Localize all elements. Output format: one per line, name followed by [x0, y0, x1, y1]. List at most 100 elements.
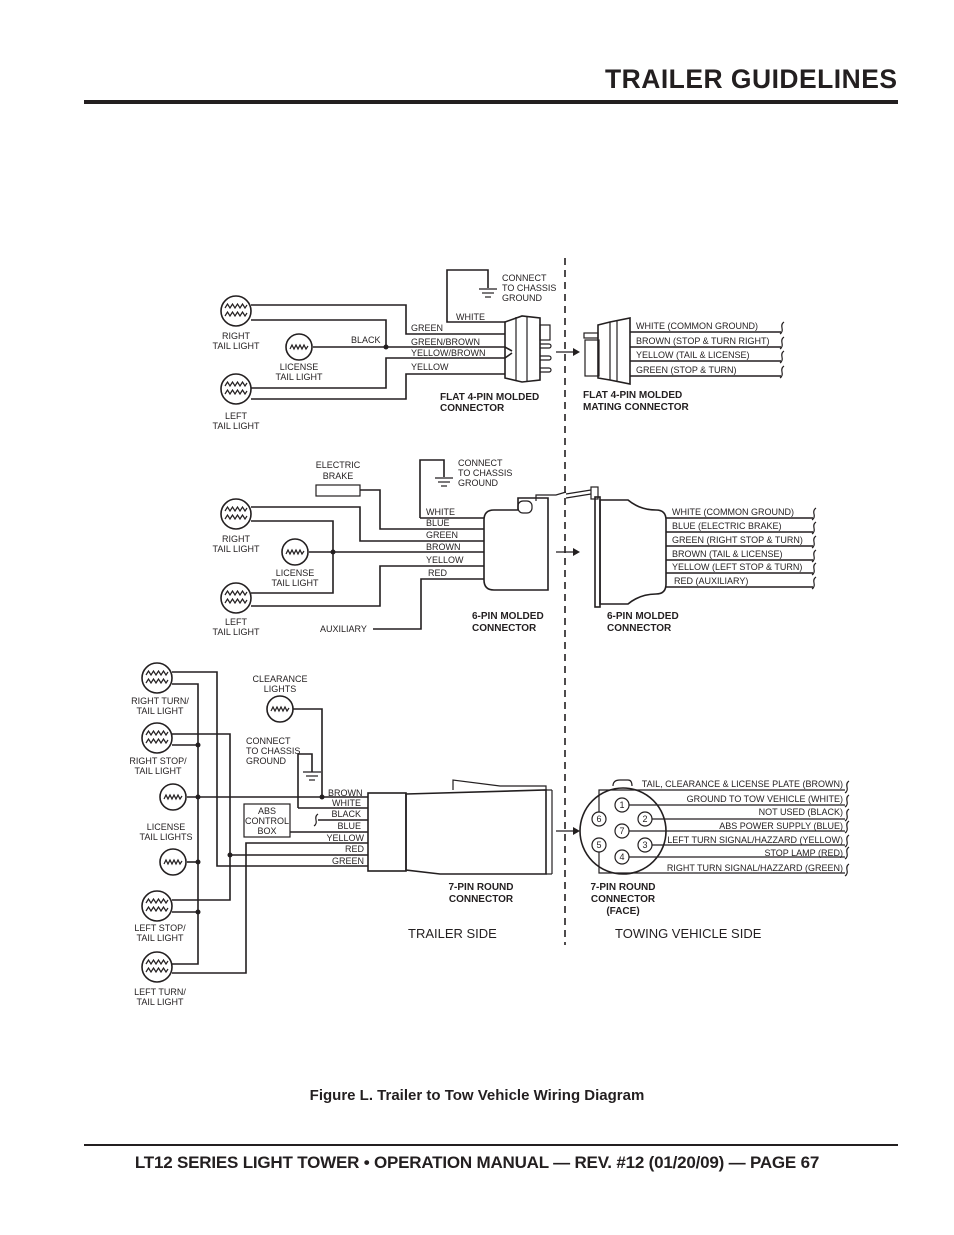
wire-yellow	[172, 842, 368, 974]
vehicle-wire-label: RED (AUXILIARY)	[674, 576, 748, 586]
wire-label: BLACK	[331, 809, 361, 819]
right-tail-light-label: RIGHT	[222, 534, 251, 544]
pin-number: 5	[596, 840, 601, 850]
wire-white	[446, 269, 505, 323]
figure-caption: Figure L. Trailer to Tow Vehicle Wiring …	[309, 1087, 645, 1104]
wire	[251, 319, 387, 348]
vehicle-wire-label: BLUE (ELECTRIC BRAKE)	[672, 521, 782, 531]
connector-label: 7-PIN ROUND	[448, 882, 513, 893]
vehicle-wire-label: GREEN (RIGHT STOP & TURN)	[672, 535, 803, 545]
license-tail-light-label: TAIL LIGHT	[275, 372, 323, 382]
wire-label: BROWN	[328, 788, 363, 798]
ground-label: TO CHASSIS	[502, 283, 556, 293]
connector-label: FLAT 4-PIN MOLDED	[583, 390, 682, 401]
clearance-lights-label: LIGHTS	[264, 684, 297, 694]
ground-label: GROUND	[458, 478, 498, 488]
electric-brake-box	[315, 484, 361, 497]
wire-label: GREEN	[426, 530, 458, 540]
seven-pin-section: RIGHT TURN/ TAIL LIGHT RIGHT STOP/ TAIL …	[129, 662, 850, 1007]
connector-label: (FACE)	[606, 906, 639, 917]
ground-label: TO CHASSIS	[458, 468, 512, 478]
pin-number: 1	[619, 800, 624, 810]
wire	[172, 683, 199, 965]
flat-4-pin-connector	[504, 315, 541, 383]
flat-4-pin-mating-connector	[597, 317, 631, 385]
left-tail-light-label: TAIL LIGHT	[212, 627, 260, 637]
wire-green	[251, 304, 505, 335]
wire-white	[419, 459, 445, 518]
pin-number: 4	[619, 852, 624, 862]
vehicle-wire-label: YELLOW (LEFT STOP & TURN)	[672, 562, 802, 572]
wire-blue	[360, 489, 484, 530]
license-tail-light-icon	[159, 848, 187, 876]
trailer-side-label: TRAILER SIDE	[408, 926, 497, 941]
six-pin-section: ELECTRIC BRAKE RIGHT TAIL LIGHT LICENSE …	[212, 458, 817, 637]
connector-label: 6-PIN MOLDED	[472, 611, 544, 622]
vehicle-wire-label: GREEN (STOP & TURN)	[636, 365, 737, 375]
license-tail-light-label: LICENSE	[280, 362, 319, 372]
electric-brake-label: BRAKE	[323, 471, 354, 481]
ground-label: CONNECT	[502, 273, 547, 283]
vehicle-wire-label: YELLOW (TAIL & LICENSE)	[636, 350, 750, 360]
right-stop-tail-light-icon	[141, 722, 173, 754]
wire-label: GREEN/BROWN	[411, 337, 480, 347]
right-stop-label: TAIL LIGHT	[134, 766, 182, 776]
vehicle-wire-label: WHITE (COMMON GROUND)	[672, 507, 794, 517]
abs-box-label: CONTROL	[245, 816, 289, 826]
license-tail-light-label: LICENSE	[276, 568, 315, 578]
right-turn-label: RIGHT TURN/	[131, 696, 189, 706]
auxiliary-label: AUXILIARY	[320, 624, 367, 634]
connector-label: CONNECTOR	[472, 623, 537, 634]
electric-brake-label: ELECTRIC	[316, 460, 361, 470]
license-tail-lights-label: TAIL LIGHTS	[139, 832, 192, 842]
license-tail-light-icon	[159, 783, 187, 811]
wire-yellow	[251, 373, 505, 400]
wire-label: GREEN	[411, 323, 443, 333]
license-tail-light-icon	[281, 538, 309, 566]
wire-green	[172, 671, 368, 867]
wire-label: WHITE	[426, 507, 455, 517]
page-title: TRAILER GUIDELINES	[605, 64, 898, 94]
right-turn-label: TAIL LIGHT	[136, 706, 184, 716]
ground-label: GROUND	[246, 756, 286, 766]
wire-label: RED	[428, 568, 448, 578]
wire-label: YELLOW	[326, 833, 364, 843]
abs-control-box	[243, 803, 291, 838]
ground-label: CONNECT	[458, 458, 503, 468]
abs-box-label: ABS	[258, 806, 276, 816]
vehicle-wire-label: NOT USED (BLACK)	[759, 807, 843, 817]
wire-label: YELLOW	[426, 555, 464, 565]
wire-label: YELLOW/BROWN	[411, 348, 486, 358]
vehicle-wire-label: LEFT TURN SIGNAL/HAZZARD (YELLOW)	[667, 835, 843, 845]
license-tail-light-label: TAIL LIGHT	[271, 578, 319, 588]
wire-label: YELLOW	[411, 362, 449, 372]
connector-label: CONNECTOR	[440, 403, 505, 414]
7-pin-round-connector	[367, 779, 553, 875]
wire-label: BROWN	[426, 542, 461, 552]
right-stop-label: RIGHT STOP/	[129, 756, 187, 766]
wire-green	[251, 506, 484, 542]
6-pin-molded-connector-vehicle	[599, 499, 667, 605]
connector-label: 7-PIN ROUND	[590, 882, 655, 893]
pin-number: 7	[619, 826, 624, 836]
wire-label: GREEN	[332, 856, 364, 866]
right-tail-light-icon	[220, 295, 252, 327]
vehicle-wire-label: RIGHT TURN SIGNAL/HAZZARD (GREEN)	[667, 863, 843, 873]
left-tail-light-icon	[220, 582, 252, 614]
wire-label: BLUE	[337, 821, 361, 831]
license-tail-lights-label: LICENSE	[147, 822, 186, 832]
wire-label: RED	[345, 844, 365, 854]
left-tail-light-label: TAIL LIGHT	[212, 421, 260, 431]
clearance-lights-label: CLEARANCE	[252, 674, 307, 684]
ground-label: TO CHASSIS	[246, 746, 300, 756]
pin-number: 6	[596, 814, 601, 824]
wire-yellow	[251, 565, 484, 607]
left-tail-light-label: LEFT	[225, 617, 248, 627]
right-tail-light-label: TAIL LIGHT	[212, 544, 260, 554]
wire	[251, 520, 334, 594]
clearance-light-icon	[266, 695, 294, 723]
left-stop-label: TAIL LIGHT	[136, 933, 184, 943]
vehicle-wire-label: WHITE (COMMON GROUND)	[636, 321, 758, 331]
ground-icon	[302, 771, 322, 781]
